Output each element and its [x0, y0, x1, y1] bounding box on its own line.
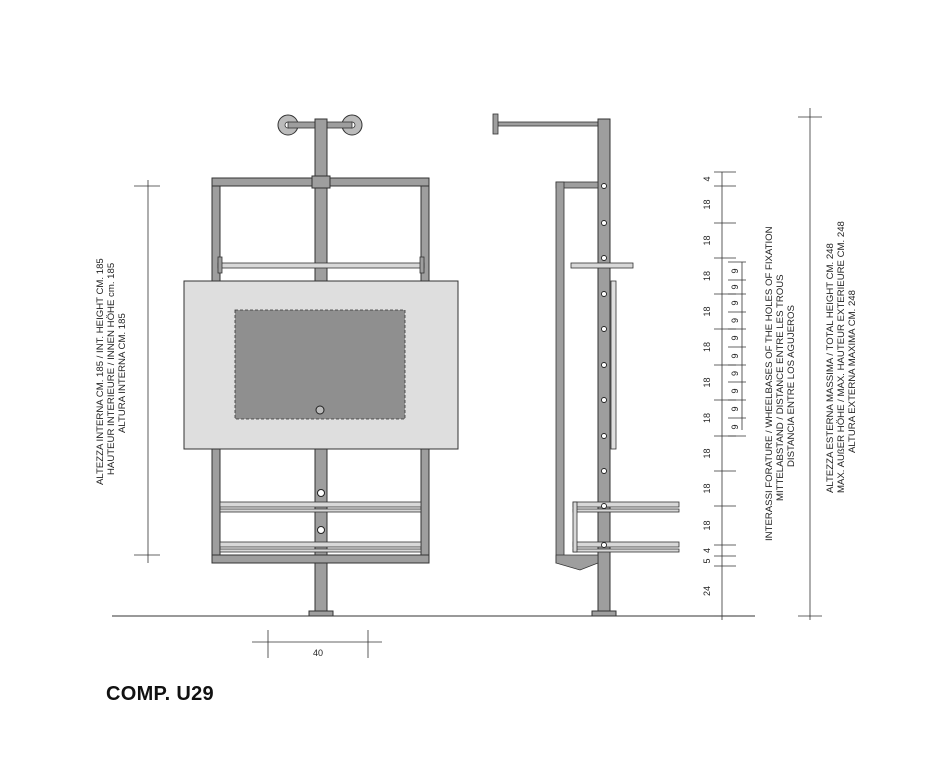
screen-knob — [315, 405, 325, 415]
hole-spacing-scale: 4 18 18 18 18 18 18 18 18 18 18 4 5 24 9 9 9 9 9 9 9 9 9 9 — [702, 171, 746, 620]
rail-bar — [217, 262, 425, 269]
inner-scale-label: 9 — [730, 268, 740, 273]
side-top-arm — [497, 121, 600, 127]
inner-scale-label: 9 — [730, 406, 740, 411]
total-height-dimension — [798, 108, 822, 620]
side-rail — [570, 262, 634, 269]
scale-label: 18 — [702, 520, 712, 530]
scale-label: 5 — [702, 558, 712, 563]
inner-scale-label: 9 — [730, 300, 740, 305]
pole-clamp — [311, 175, 331, 189]
internal-height-label-line1: ALTEZZA INTERNA CM. 185 / INT. HEIGHT CM… — [95, 258, 106, 485]
shelf-lower — [219, 541, 422, 548]
width-dimension: 40 — [252, 630, 382, 658]
side-top-bracket — [492, 113, 499, 135]
shelf-top — [219, 501, 422, 508]
inner-scale-label: 9 — [730, 353, 740, 358]
inner-scale-label: 9 — [730, 388, 740, 393]
frame-bottom-bar — [211, 554, 430, 564]
inner-scale-label: 9 — [730, 424, 740, 429]
scale-label: 24 — [702, 586, 712, 596]
front-view — [183, 114, 459, 617]
total-height-label-line2: MAX. AUßER HÖHE / MAX. HAUTEUR EXTERIEUR… — [836, 221, 847, 493]
fixing-holes — [601, 183, 607, 548]
scale-label: 18 — [702, 448, 712, 458]
holes-label-line2: MITTELABSTAND / DISTANCE ENTRE LES TROUS — [775, 274, 786, 501]
scale-label: 18 — [702, 483, 712, 493]
internal-height-label-line2: HAUTEUR INTERIEURE / INNEN HÖHE cm. 185 — [106, 263, 117, 475]
side-shelf-lower — [572, 541, 680, 548]
inner-scale-label: 9 — [730, 318, 740, 323]
holes-label-line1: INTERASSI FORATURE / WHEELBASES OF THE H… — [764, 226, 775, 541]
side-shelf-top — [572, 501, 680, 508]
scale-label: 4 — [702, 548, 712, 553]
pole-base — [308, 610, 334, 617]
internal-height-dimension — [134, 180, 160, 563]
internal-height-label-line3: ALTURA INTERNA CM. 185 — [117, 313, 128, 433]
tv-screen — [234, 309, 406, 420]
shelf-rail — [219, 508, 422, 513]
page-title: COMP. U29 — [106, 683, 214, 705]
inner-scale-label: 9 — [730, 371, 740, 376]
side-frame-upright — [555, 181, 565, 564]
scale-label: 18 — [702, 271, 712, 281]
side-tv-panel — [610, 280, 617, 450]
total-height-label-line1: ALTEZZA ESTERNA MASSIMA / TOTAL HEIGHT C… — [825, 243, 836, 493]
width-label: 40 — [313, 648, 323, 658]
scale-label: 18 — [702, 342, 712, 352]
scale-label: 18 — [702, 235, 712, 245]
side-pole-base — [591, 610, 617, 617]
scale-label: 18 — [702, 377, 712, 387]
side-view — [492, 113, 680, 617]
scale-label: 18 — [702, 306, 712, 316]
shelf-lower-rail — [219, 548, 422, 553]
inner-scale-label: 9 — [730, 335, 740, 340]
scale-label: 18 — [702, 199, 712, 209]
holes-label-line3: DISTANCIA ENTRE LOS AGUJEROS — [786, 305, 797, 467]
inner-scale-label: 9 — [730, 284, 740, 289]
scale-label: 18 — [702, 413, 712, 423]
total-height-label-line3: ALTURA EXTERNA MAXIMA CM. 248 — [847, 290, 858, 453]
scale-label: 4 — [702, 176, 712, 181]
